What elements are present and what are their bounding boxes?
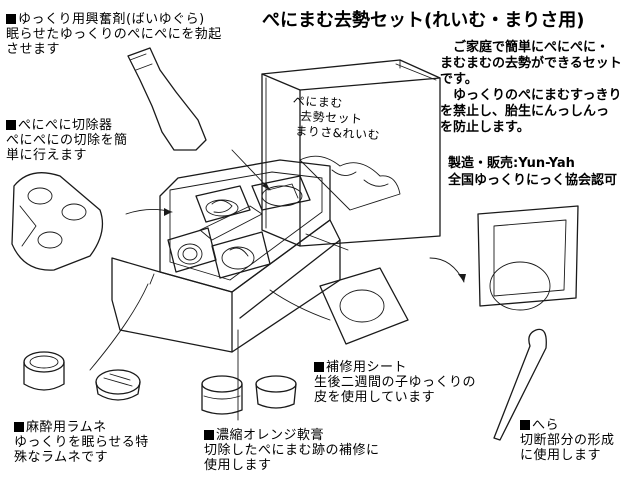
package-box [261,59,441,247]
remover-device-icon [11,172,104,271]
callout-repair-sheet: 補修用シート 生後二週間の子ゆっくりの 皮を使用しています [314,360,476,405]
description-line: ゆっくりのぺにまむすっきり [440,88,622,103]
description-line: を禁止し、胎生にんっしんっ [440,104,610,119]
box-label: ぺにまむ 去勢セット まりさ&れいむ [291,94,382,144]
callout-text: 使用します [204,458,272,473]
callout-text: 眠らせたゆっくりのぺにぺにを勃起 [6,27,222,42]
callout-heading: 麻酔用ラムネ [14,420,149,435]
description-line: まむまむの去勢ができるセット [440,56,622,71]
page-title: ぺにまむ去勢セット(れいむ・まりさ用) [262,10,585,31]
description-line: ご家庭で簡単にぺにぺに・ [440,40,610,55]
callout-text: 切断部分の形成 [520,433,615,448]
callout-heading: ゆっくり用興奮剤(ばいゆぐら) [6,12,222,27]
maker-info: 製造・販売:Yun-Yah 全国ゆっくりにっく協会認可 [448,155,617,189]
callout-text: ゆっくりを眠らせる特 [14,435,149,450]
open-tray [111,155,401,353]
callout-text: 殊なラムネです [14,450,109,465]
callout-text: 皮を使用しています [314,390,436,405]
callout-text: 生後二週間の子ゆっくりの [314,375,477,390]
callout-heading: 濃縮オレンジ軟膏 [204,428,380,443]
callout-stimulant: ゆっくり用興奮剤(ばいゆぐら) 眠らせたゆっくりのぺにぺにを勃起 させます [6,12,222,57]
set-description: ご家庭で簡単にぺにぺに・ まむまむの去勢ができるセット です。 ゆっくりのぺにま… [440,40,622,136]
callout-text: ぺにぺにの切除を簡 [6,133,128,148]
maker-line: 製造・販売:Yun-Yah [448,156,575,171]
description-line: です。 [440,72,478,87]
repair-sheet-icon [319,205,579,345]
callout-text: に使用します [520,448,602,463]
callout-anesthetic-ramune: 麻酔用ラムネ ゆっくりを眠らせる特 殊なラムネです [14,420,149,465]
spatula-icon [493,328,547,441]
description-line: を防止します。 [440,120,530,135]
callout-heading: ぺにぺに切除器 [6,118,128,133]
callout-orange-ointment: 濃縮オレンジ軟膏 切除したぺにまむ跡の補修に 使用します [204,428,380,473]
certification-line: 全国ゆっくりにっく協会認可 [448,173,618,188]
ramune-tablets-icon [23,351,141,401]
callout-text: 切除したぺにまむ跡の補修に [204,443,380,458]
ointment-tins-icon [201,375,297,415]
callout-text: 単に行えます [6,148,88,163]
leader-lines [89,149,466,421]
callout-remover: ぺにぺに切除器 ぺにぺにの切除を簡 単に行えます [6,118,128,163]
callout-spatula: へら 切断部分の形成 に使用します [520,418,615,463]
callout-heading: へら [520,418,615,433]
callout-text: させます [6,42,61,57]
wine-bottle-icon [127,47,207,151]
callout-heading: 補修用シート [314,360,476,375]
